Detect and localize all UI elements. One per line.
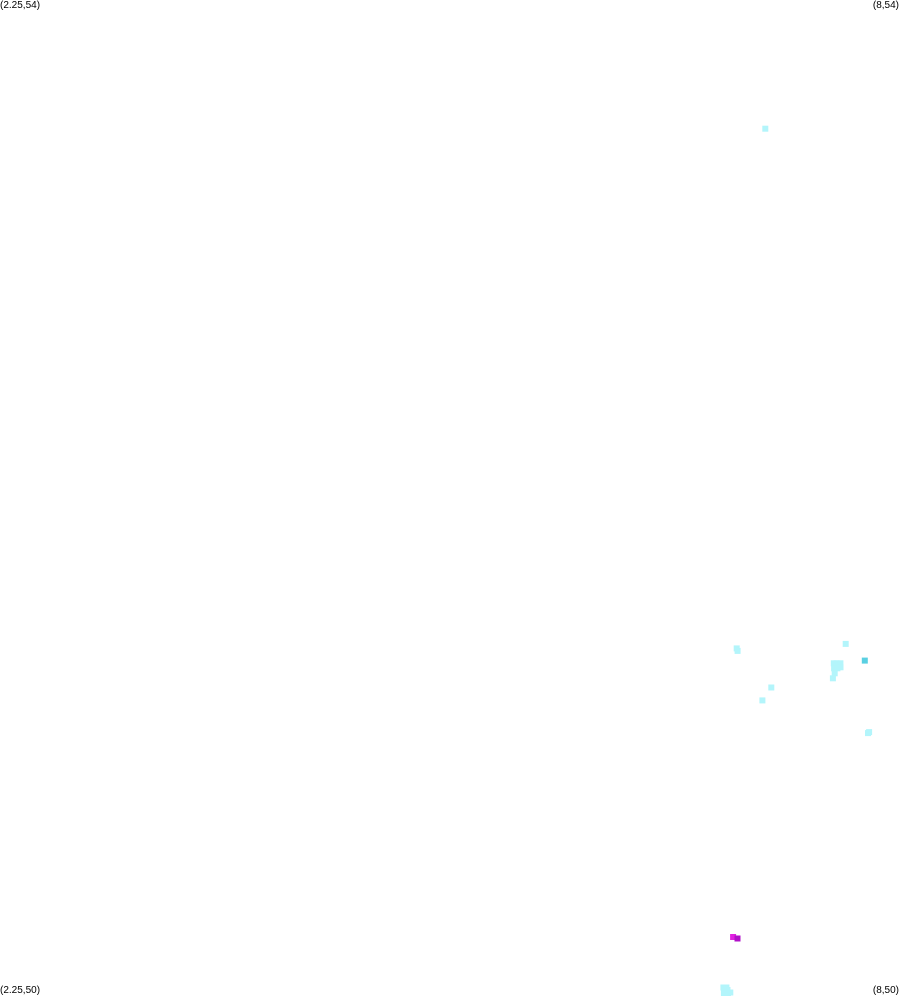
map-point xyxy=(829,675,836,682)
corner-label-top-right: (8,54) xyxy=(872,0,899,11)
map-point xyxy=(842,640,849,647)
corner-label-top-left: (2.25,54) xyxy=(0,0,41,11)
map-point xyxy=(768,684,775,691)
map-point xyxy=(833,660,840,667)
map-point xyxy=(837,660,844,667)
map-point xyxy=(734,647,741,654)
map-point xyxy=(831,665,838,672)
corner-label-bottom-left: (2.25,50) xyxy=(0,985,41,996)
map-point xyxy=(831,670,838,677)
map-point xyxy=(865,730,871,737)
corner-label-bottom-right: (8,50) xyxy=(872,985,899,996)
map-point xyxy=(762,125,769,132)
map-point xyxy=(837,664,844,671)
map-point xyxy=(759,697,766,704)
map-point xyxy=(724,990,731,996)
map-point xyxy=(834,665,841,672)
map-point xyxy=(720,990,727,996)
map-point xyxy=(730,934,737,940)
map-point xyxy=(734,935,741,942)
map-point xyxy=(861,657,868,664)
